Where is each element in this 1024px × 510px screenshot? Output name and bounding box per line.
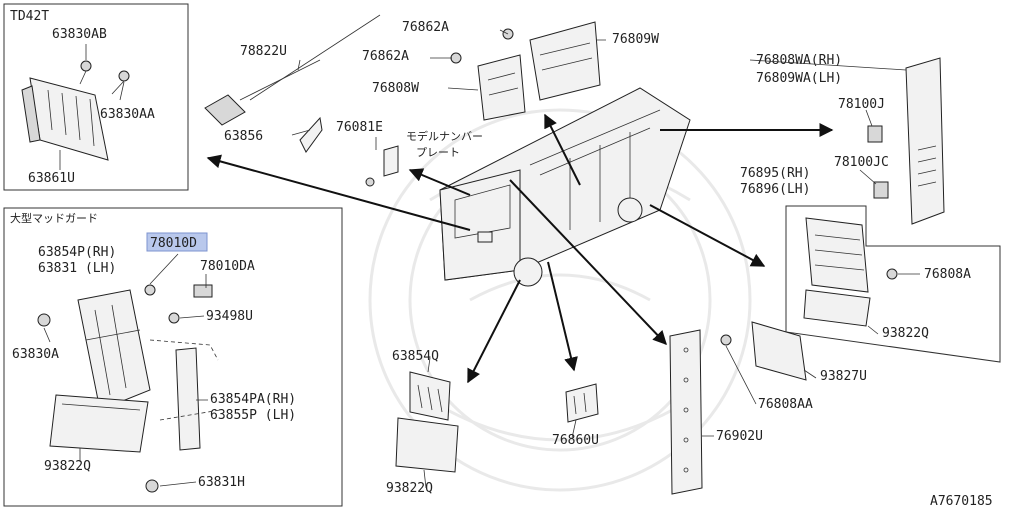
side-panel-drawing [867, 57, 945, 225]
inset-td42t: TD42T 63830AB 63830AA 63861U [3, 3, 189, 191]
top-flaps-drawing [450, 21, 601, 121]
label-63831-lh[interactable]: 63831 (LH) [38, 261, 116, 276]
label-76902u[interactable]: 76902U [716, 429, 763, 444]
label-63854q[interactable]: 63854Q [392, 349, 439, 364]
inset-large-mudguard: 大型マッドガード 63854P(RH) 78010D 63831 (LH) 78… [3, 207, 343, 507]
label-76895-rh[interactable]: 76895(RH) [740, 166, 810, 181]
label-76862a-mid[interactable]: 76862A [362, 49, 409, 64]
diagram-ref-code: A7670185 [930, 494, 993, 509]
leader-lines [291, 29, 920, 489]
arrow-to-top-flaps [544, 113, 581, 186]
label-model-plate-2: プレート [416, 146, 460, 159]
label-63856[interactable]: 63856 [224, 129, 263, 144]
label-78822u[interactable]: 78822U [240, 44, 287, 59]
screw-icon [79, 60, 130, 95]
arrow-to-td42t [206, 154, 471, 231]
label-76808wa-rh[interactable]: 76808WA(RH) [756, 53, 842, 68]
arrow-to-wheel-flap [547, 261, 578, 372]
model-plate-drawing [365, 145, 399, 187]
label-78010da[interactable]: 78010DA [200, 259, 255, 274]
label-93822q-mid[interactable]: 93822Q [386, 481, 433, 496]
mudguard-fastener-icons [37, 284, 213, 493]
wheel-flap-drawing [565, 383, 599, 423]
label-76809w[interactable]: 76809W [612, 32, 659, 47]
td42t-mudflap-drawing [21, 77, 109, 161]
label-76860u[interactable]: 76860U [552, 433, 599, 448]
label-76896-lh[interactable]: 76896(LH) [740, 182, 810, 197]
label-93498u[interactable]: 93498U [206, 309, 253, 324]
long-strip-drawing [669, 329, 703, 495]
mid-flap-drawing [395, 371, 459, 473]
label-76808a[interactable]: 76808A [924, 267, 971, 282]
label-78010d[interactable]: 78010D [150, 236, 197, 251]
inset-mudguard-title: 大型マッドガード [10, 211, 98, 225]
label-76809wa-lh[interactable]: 76809WA(LH) [756, 71, 842, 86]
arrow-to-mid-flap [467, 279, 521, 384]
label-63831h[interactable]: 63831H [198, 475, 245, 490]
label-78100jc[interactable]: 78100JC [834, 155, 889, 170]
arrow-to-guard [649, 204, 766, 267]
label-76808w[interactable]: 76808W [372, 81, 419, 96]
label-63854pa-rh[interactable]: 63854PA(RH) [210, 392, 296, 407]
label-78100j[interactable]: 78100J [838, 97, 885, 112]
label-63854p-rh[interactable]: 63854P(RH) [38, 245, 116, 260]
label-model-plate-1: モデルナンバー [406, 129, 483, 143]
arrows [206, 113, 834, 384]
arrow-to-model-plate [408, 168, 471, 196]
guard-assembly-drawing [785, 205, 1001, 363]
label-76081e[interactable]: 76081E [336, 120, 383, 135]
label-63830a[interactable]: 63830A [12, 347, 59, 362]
rear-rubber-drawing [720, 321, 807, 381]
label-93822q-inset[interactable]: 93822Q [44, 459, 91, 474]
label-63830ab[interactable]: 63830AB [52, 27, 107, 42]
label-63861u[interactable]: 63861U [28, 171, 75, 186]
mudguard-stay-drawing [149, 339, 221, 451]
arrow-to-long-strip [509, 179, 667, 346]
label-63855p-lh[interactable]: 63855P (LH) [210, 408, 296, 423]
mudguard-bracket-drawing [77, 289, 151, 411]
highlight-78010d [146, 232, 208, 252]
bus-body-drawing [439, 87, 691, 287]
inset-td42t-title: TD42T [10, 9, 49, 24]
mudguard-rubber-drawing [49, 394, 149, 453]
label-76862a-top[interactable]: 76862A [402, 20, 449, 35]
label-93822q-guard[interactable]: 93822Q [882, 326, 929, 341]
antenna-drawing [204, 14, 381, 153]
label-76808aa[interactable]: 76808AA [758, 397, 813, 412]
label-93827u[interactable]: 93827U [820, 369, 867, 384]
label-63830aa[interactable]: 63830AA [100, 107, 155, 122]
